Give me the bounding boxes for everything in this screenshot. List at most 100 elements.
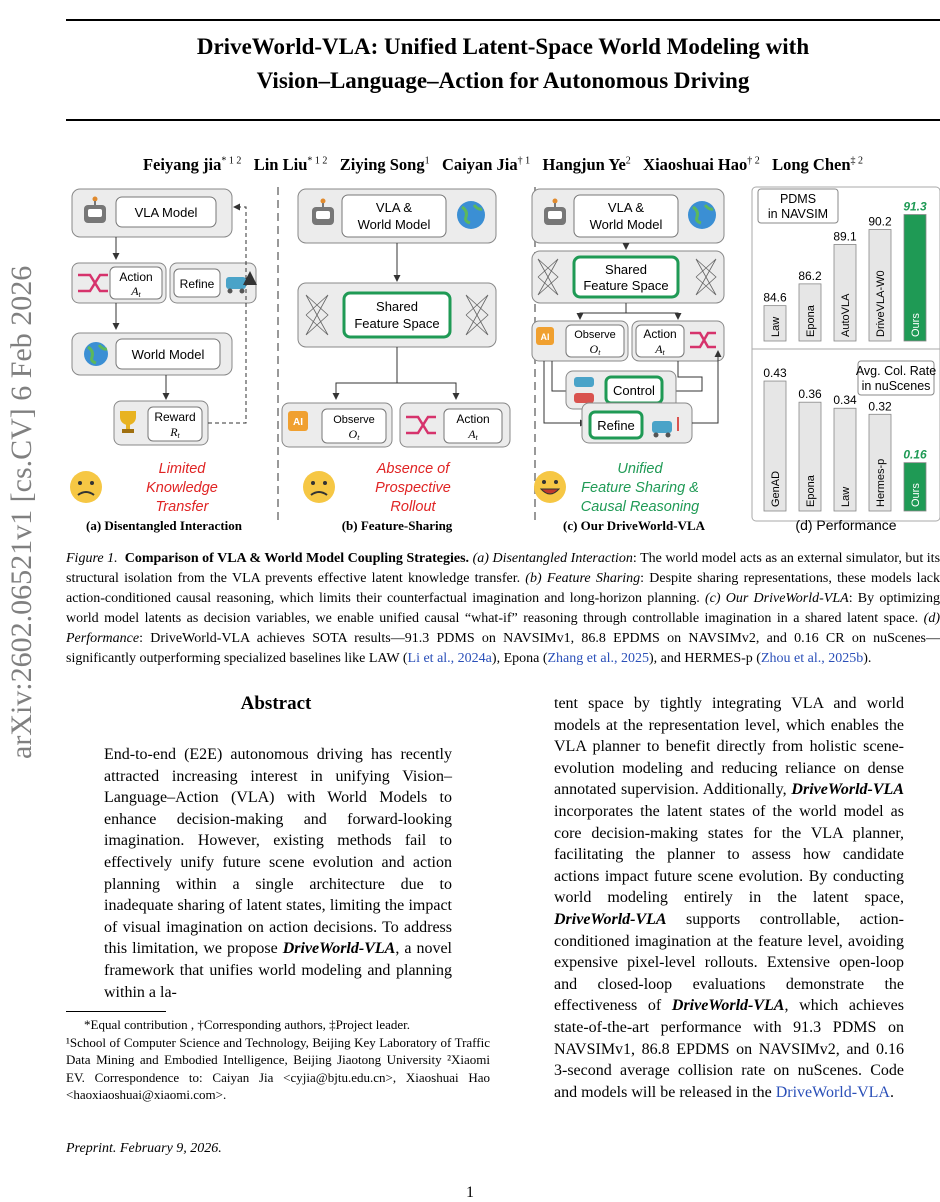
network-icon (537, 258, 717, 296)
note-line: Feature Sharing & (581, 480, 699, 496)
author: Xiaoshuai Hao† 2 (643, 155, 760, 174)
chart-title: PDMS (780, 192, 816, 206)
footnote: *Equal contribution , †Corresponding aut… (66, 1016, 490, 1104)
abstract-paragraph: End-to-end (E2E) autonomous driving has … (104, 746, 452, 1001)
data-label: 86.2 (798, 269, 822, 283)
arxiv-stamp: arXiv:2602.06521v1 [cs.CV] 6 Feb 2026 (5, 265, 38, 759)
panel-c: VLA & World Model Shared Feature Space A… (531, 188, 725, 533)
chart-title-box (757, 188, 839, 224)
network-icon (305, 294, 489, 336)
trophy-icon (120, 411, 136, 433)
shuffle-icon (406, 415, 436, 435)
panel-b: VLA & World Model Shared Feature Space A… (281, 188, 511, 533)
author: Long Chen‡ 2 (772, 155, 864, 174)
category-label: AutoVLA (840, 293, 852, 337)
caption-b-text: : Despite sharing representations, these… (66, 571, 940, 606)
sad-face-icon (70, 471, 102, 503)
caption-b-label: (b) Feature Sharing (525, 571, 641, 586)
control-label: Control (613, 383, 655, 398)
reward-label: Reward (154, 410, 195, 424)
title-line-2: Vision–Language–Action for Autonomous Dr… (256, 68, 750, 93)
shuffle-icon (690, 331, 716, 349)
method-name: DriveWorld-VLA (791, 781, 904, 799)
refine-label: Refine (180, 277, 215, 291)
chart-bar (868, 229, 892, 342)
globe-icon (688, 201, 716, 229)
author: Feiyang jia* 1 2 (142, 155, 242, 174)
car-icon (574, 377, 594, 403)
chart-bar (798, 401, 822, 512)
author: Ziying Song1 (339, 155, 430, 174)
shared-label: Shared (376, 299, 418, 314)
caption-c-text: : By optimizing world model latents as d… (66, 591, 940, 626)
panel-d-caption: (d) Performance (795, 517, 896, 533)
data-label: 84.6 (763, 291, 787, 305)
observe-symbol: Ot (349, 427, 361, 442)
footnote-rule (66, 1011, 166, 1012)
note-line: Rollout (390, 499, 436, 515)
category-label: GenAD (770, 471, 782, 507)
svg-text:AI: AI (293, 417, 303, 428)
author-list: Feiyang jia* 1 2 Lin Liu* 1 2 Ziying Son… (66, 155, 940, 175)
figure-label: Figure 1. (66, 551, 118, 566)
chart-bar (833, 244, 857, 342)
shuffle-icon (78, 273, 108, 293)
abstract-right-column: tent space by tightly integrating VLA an… (554, 693, 904, 1103)
observe-label: Observe (333, 414, 375, 426)
category-label: Epona (805, 474, 817, 507)
vla-wm-label: VLA & (376, 200, 412, 215)
action-label: Action (119, 270, 152, 284)
category-label: Law (770, 317, 782, 337)
data-label: 0.36 (798, 387, 822, 401)
caption-c-label: (c) Our DriveWorld-VLA (705, 591, 849, 606)
data-label: 90.2 (868, 214, 892, 228)
refine-label: Refine (597, 418, 635, 433)
citation-link[interactable]: Zhou et al., 2025b (760, 651, 864, 666)
note-line: Absence of (376, 461, 452, 477)
action-symbol: At (467, 427, 478, 442)
car-refine-icon (226, 271, 257, 294)
page-number: 1 (466, 1184, 474, 1201)
observe-label: Observe (574, 329, 616, 341)
code-release-link[interactable]: DriveWorld-VLA (775, 1083, 890, 1101)
abstract-heading: Abstract (240, 693, 312, 714)
chart-bar (903, 462, 927, 512)
chart-bar (798, 283, 822, 342)
note-line: Causal Reasoning (581, 499, 700, 515)
shared-label: Feature Space (354, 316, 439, 331)
category-label: Ours (910, 313, 922, 337)
note-line: Knowledge (146, 480, 218, 496)
paper-title: DriveWorld-VLA: Unified Latent-Space Wor… (66, 30, 940, 98)
note-line: Transfer (156, 499, 210, 515)
car-refine-icon (652, 417, 679, 438)
title-bottom-rule (66, 119, 940, 121)
chart-title-box (857, 360, 935, 396)
preprint-note: Preprint. February 9, 2026. (66, 1141, 222, 1156)
citation-link[interactable]: Zhang et al., 2025 (547, 651, 649, 666)
footnote-line: *Equal contribution , †Corresponding aut… (84, 1017, 411, 1032)
vla-wm-label: VLA & (608, 200, 644, 215)
action-symbol: At (130, 284, 141, 299)
data-label: 0.16 (903, 448, 927, 462)
category-label: Law (840, 487, 852, 507)
data-label: 89.1 (833, 229, 857, 243)
action-label: Action (456, 412, 489, 426)
author: Lin Liu* 1 2 (253, 155, 328, 174)
caption-d-text: : DriveWorld-VLA achieves SOTA results—9… (66, 631, 940, 666)
citation-link[interactable]: Li et al., 2024a (407, 651, 492, 666)
globe-icon (84, 342, 108, 366)
note-line: Limited (159, 461, 207, 477)
observe-symbol: Ot (590, 342, 602, 357)
chart-bar (763, 305, 787, 342)
category-label: Hermes-p (875, 459, 887, 507)
category-label: DriveVLA-W0 (875, 270, 887, 337)
action-symbol: At (654, 342, 665, 357)
panel-a-caption: (a) Disentangled Interaction (86, 518, 243, 533)
method-name: DriveWorld-VLA (554, 910, 667, 928)
data-label: 0.34 (833, 393, 857, 407)
chart-title: in nuScenes (862, 379, 931, 393)
footnote-line: ¹School of Computer Science and Technolo… (66, 1034, 490, 1103)
chart-bar (833, 407, 857, 512)
method-name: DriveWorld-VLA (282, 940, 396, 958)
note-line: Prospective (375, 480, 451, 496)
